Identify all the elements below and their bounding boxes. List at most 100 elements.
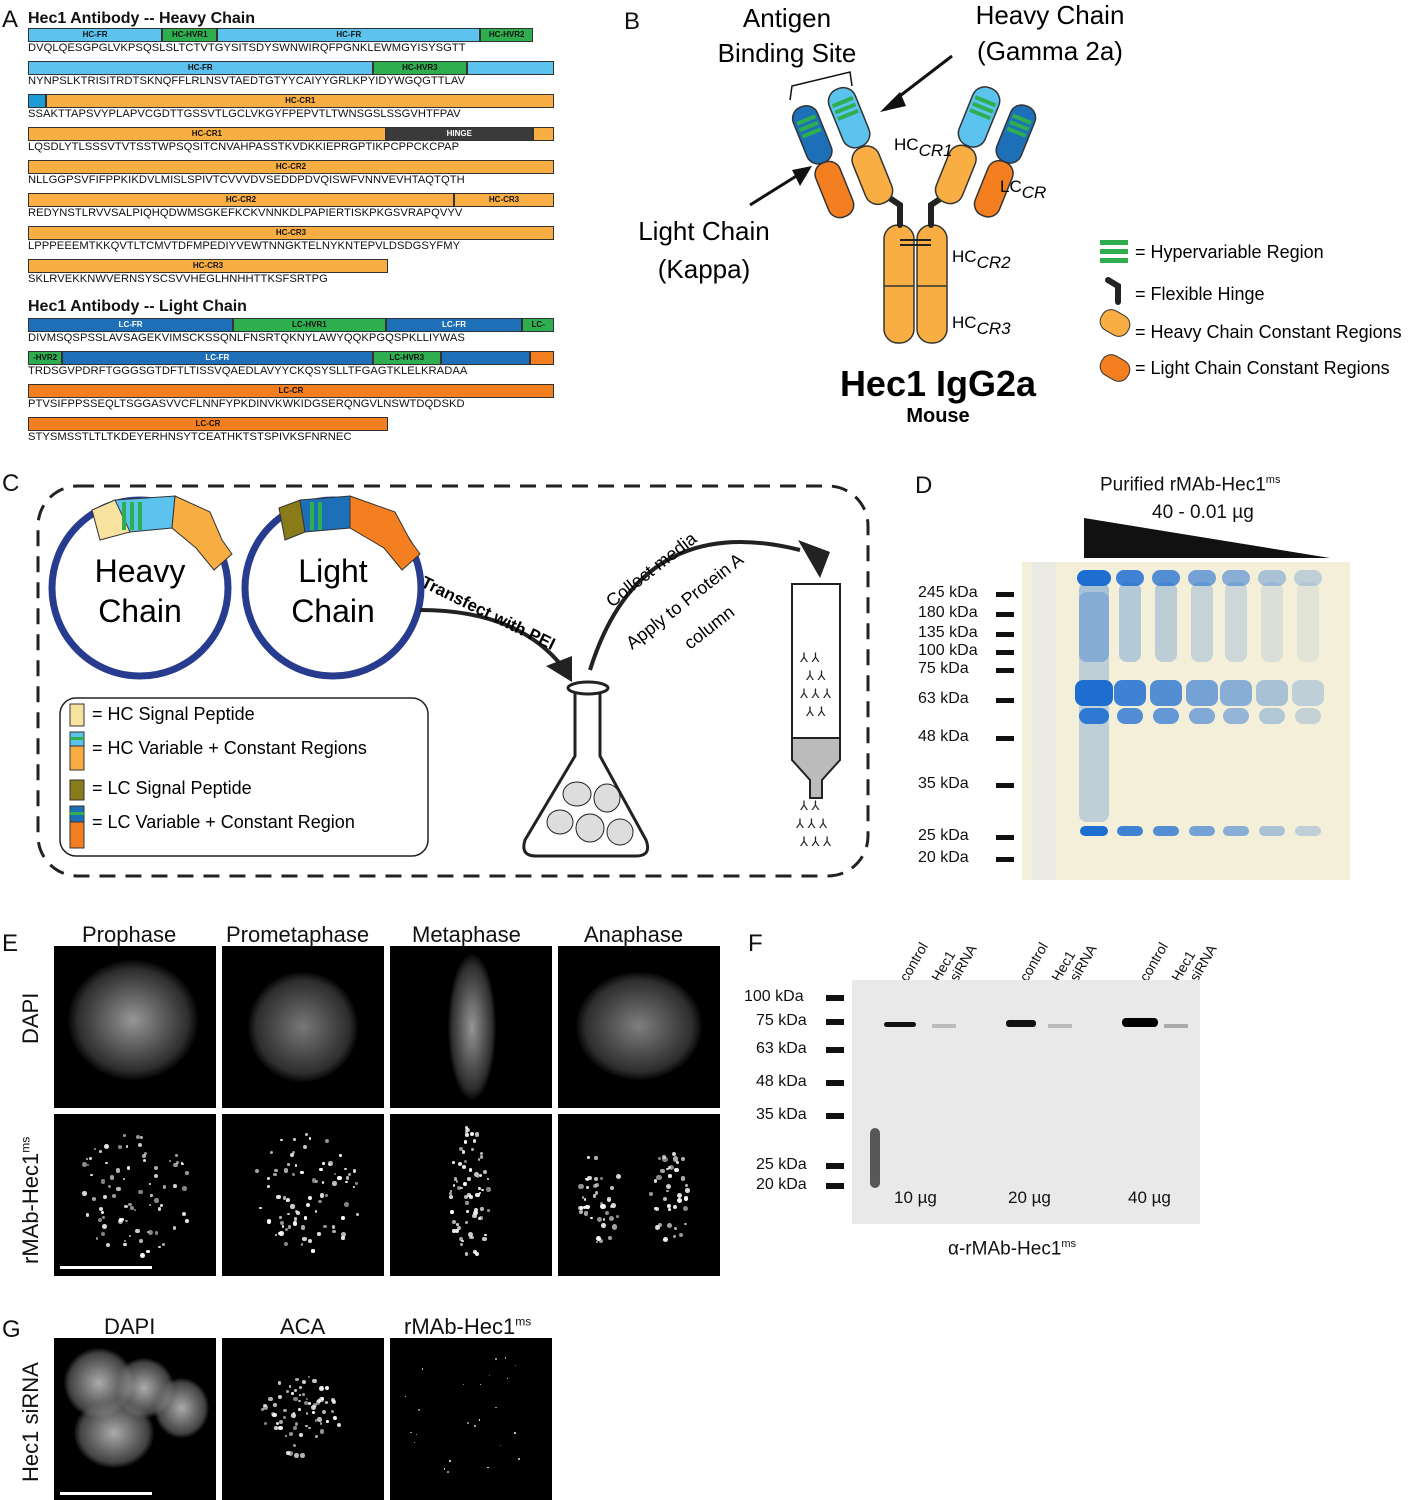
fluorescence-spot [298, 1408, 301, 1411]
fluorescence-spot [299, 1433, 304, 1438]
fluorescence-spot [274, 1233, 277, 1236]
fluorescence-spot [468, 1231, 474, 1237]
fluorescence-spot [611, 1224, 618, 1230]
fluorescence-spot [685, 1183, 689, 1188]
fluorescence-spot [600, 1203, 606, 1209]
fluorescence-spot [579, 1210, 584, 1215]
fluorescence-spot [288, 1385, 292, 1388]
region-bar: LC-CR [28, 384, 554, 398]
fluorescence-spot [274, 1168, 279, 1173]
fluorescence-spot [608, 1235, 613, 1240]
fluorescence-spot [460, 1242, 464, 1246]
fluorescence-spot [282, 1416, 286, 1420]
fluorescence-spot [102, 1224, 107, 1229]
fluorescence-spot [116, 1186, 121, 1192]
region-segment: HC-HVR2 [480, 28, 533, 42]
western-marker-label: 63 kDa [756, 1040, 807, 1057]
fluorescence-spot [451, 1219, 456, 1224]
western-marker-tick [826, 1047, 844, 1053]
fluorescence-spot [184, 1171, 189, 1175]
fluorescence-spot [120, 1217, 124, 1221]
fluorescence-spot [328, 1161, 333, 1166]
fluorescence-spot [452, 1184, 456, 1187]
gel-marker-tick [996, 857, 1014, 862]
fluorescence-spot [449, 1190, 452, 1193]
fluorescence-spot [140, 1253, 145, 1259]
fluorescence-spot [278, 1394, 283, 1400]
fluorescence-spot [474, 1425, 477, 1427]
coomassie-gel [1022, 562, 1350, 880]
gel-band [1186, 680, 1218, 706]
western-marker-tick [826, 1019, 844, 1025]
western-marker-tick [826, 1080, 844, 1086]
fluorescence-spot [585, 1185, 589, 1189]
fluorescence-spot [475, 1251, 480, 1256]
region-segment: LC-CR [28, 417, 388, 431]
fluorescence-spot [182, 1211, 187, 1216]
gel-band [1117, 708, 1143, 724]
fluorescence-spot [472, 1213, 477, 1219]
fluorescence-spot [293, 1137, 297, 1141]
lc-cr-label: LCCR [1000, 177, 1046, 202]
fluorescence-spot [344, 1202, 349, 1207]
light-plasmid-label-2: Chain [291, 593, 375, 629]
fluorescence-spot [593, 1177, 599, 1182]
gel-marker-tick [996, 612, 1014, 617]
fluorescence-spot [319, 1422, 323, 1426]
region-segment: HC-FR [217, 28, 481, 42]
fluorescence-spot [314, 1419, 318, 1423]
western-caption: α-rMAb-Hec1ms [948, 1238, 1077, 1260]
fluorescence-spot [311, 1249, 315, 1253]
fluorescence-spot [662, 1238, 666, 1242]
fluorescence-spot [486, 1177, 489, 1180]
gel-band [1075, 680, 1113, 706]
fluorescence-spot [481, 1188, 484, 1192]
dapi-image [390, 946, 552, 1108]
gel-band [1259, 708, 1285, 724]
fluorescence-spot [173, 1162, 178, 1168]
fluorescence-spot [293, 1396, 298, 1402]
fluorescence-spot [122, 1177, 126, 1180]
fluorescence-spot [322, 1409, 326, 1414]
fluorescence-spot [341, 1216, 345, 1220]
fluorescence-spot [321, 1162, 325, 1165]
hc-cr1-label: HCCR1 [894, 135, 953, 160]
hinge-legend-icon [1105, 277, 1121, 305]
nucleus-blob [154, 1378, 209, 1438]
fluorescence-spot [478, 1418, 481, 1421]
gel-band [1150, 680, 1182, 706]
fluorescence-spot [672, 1235, 676, 1239]
fluorescence-spot [109, 1175, 114, 1180]
fluorescence-spot [418, 1408, 421, 1412]
svg-text:⅄ ⅄: ⅄ ⅄ [805, 668, 826, 683]
fluorescence-spot [185, 1218, 190, 1223]
fluorescence-spot [297, 1399, 301, 1403]
fluorescence-spot [448, 1460, 451, 1463]
western-marker-tick [826, 1183, 844, 1189]
fluorescence-spot [176, 1161, 179, 1164]
fluorescence-spot [446, 1471, 449, 1474]
chromosome-mass [68, 960, 198, 1080]
fluorescence-spot [333, 1172, 336, 1176]
light-chain-title: Hec1 Antibody -- Light Chain [28, 298, 247, 315]
fluorescence-spot [172, 1226, 177, 1230]
heavy-chain-label-1: Heavy Chain [976, 0, 1125, 30]
fluorescence-spot [298, 1385, 303, 1389]
fluorescence-spot [284, 1434, 287, 1437]
fluorescence-spot [118, 1218, 123, 1222]
region-segment [440, 351, 531, 365]
fluorescence-spot [592, 1194, 597, 1198]
fluorescence-spot [469, 1236, 473, 1239]
fluorescence-spot [600, 1176, 603, 1180]
sequence-line: DVQLQESGPGLVKPSQSLSLTCTVTGYSITSDYSWNWIRQ… [28, 42, 466, 54]
fluorescence-spot [452, 1229, 456, 1233]
fluorescence-spot [82, 1191, 87, 1196]
fluorescence-spot [308, 1196, 313, 1201]
gel-marker-label: 63 kDa [918, 690, 969, 707]
sequence-line: SKLRVEKKNWVERNSYSCSVVHEGLHNHHTTKSFSRTPG [28, 273, 328, 285]
panel-label-g: G [2, 1316, 21, 1343]
fluorescence-spot [668, 1207, 672, 1211]
fluorescence-spot [279, 1231, 284, 1236]
fluorescence-spot [668, 1164, 674, 1170]
fluorescence-spot [291, 1413, 296, 1418]
